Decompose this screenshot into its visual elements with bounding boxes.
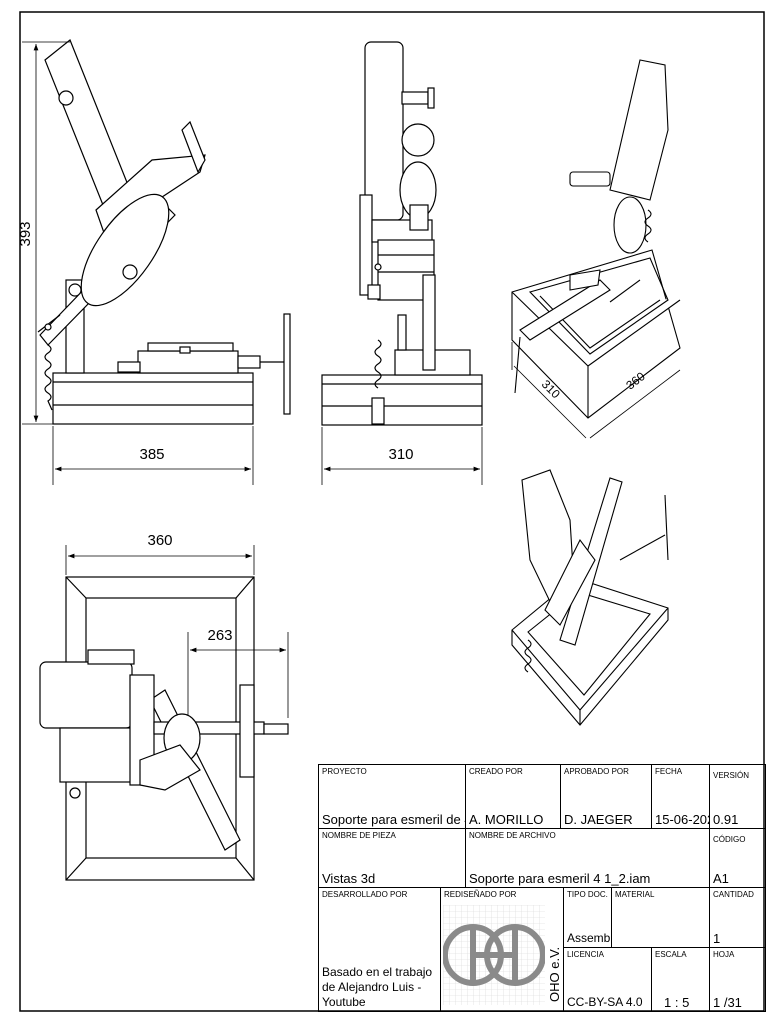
hoja-cell: HOJA 1 /31	[710, 948, 766, 1012]
front-dims	[321, 427, 483, 485]
codigo-value: A1	[713, 871, 729, 886]
side-dims	[22, 41, 254, 485]
fecha-value: 15-06-2022	[655, 812, 709, 827]
proyecto-label: PROYECTO	[322, 767, 367, 776]
licencia-cell: LICENCIA CC-BY-SA 4.0	[564, 948, 652, 1012]
archivo-label: NOMBRE DE ARCHIVO	[469, 831, 556, 840]
material-label: MATERIAL	[615, 890, 655, 899]
aprobado-label: APROBADO POR	[564, 767, 629, 776]
escala-cell: ESCALA 1 : 5	[652, 948, 710, 1012]
licencia-label: LICENCIA	[567, 950, 604, 959]
licencia-value: CC-BY-SA 4.0	[567, 995, 643, 1009]
creado-value: A. MORILLO	[469, 812, 544, 827]
cantidad-value: 1	[713, 931, 721, 946]
pieza-cell: NOMBRE DE PIEZA Vistas 3d	[319, 829, 466, 888]
oho-logo	[443, 905, 545, 1005]
aprobado-value: D. JAEGER	[564, 812, 633, 827]
dim-side-height: 393	[17, 221, 34, 246]
dim-top-offset: 263	[207, 627, 232, 644]
tipo-label: TIPO DOC.	[567, 890, 608, 899]
material-cell: MATERIAL	[612, 888, 710, 948]
redisenado-cell: REDISEÑADO POR	[441, 888, 564, 1012]
tipo-cell: TIPO DOC. Assembly	[564, 888, 612, 948]
desarrollado-label: DESARROLLADO POR	[322, 890, 408, 899]
escala-label: ESCALA	[655, 950, 687, 959]
side-view	[37, 39, 291, 425]
codigo-cell: CÓDIGO A1	[710, 829, 766, 888]
dim-side-length: 385	[139, 446, 164, 463]
dim-front-width: 310	[388, 446, 413, 463]
dim-top-width: 360	[147, 532, 172, 549]
archivo-value: Soporte para esmeril 4 1_2.iam	[469, 871, 651, 886]
codigo-label: CÓDIGO	[713, 835, 746, 844]
desarrollado-cell: DESARROLLADO POR Basado en el trabajo de…	[319, 888, 441, 1012]
iso1-dims	[511, 342, 681, 439]
aprobado-cell: APROBADO POR D. JAEGER	[561, 765, 652, 829]
proyecto-cell: PROYECTO Soporte para esmeril de 4 1/2	[319, 765, 466, 829]
cantidad-cell: CANTIDAD 1	[710, 888, 766, 948]
version-cell: VERSIÓN 0.91	[710, 765, 766, 829]
front-view	[321, 41, 483, 426]
org-text-wrap: OHO e.V.	[545, 910, 563, 1010]
desarrollado-value: Basado en el trabajo de Alejandro Luis -…	[322, 965, 433, 1009]
pieza-label: NOMBRE DE PIEZA	[322, 831, 396, 840]
redisenado-label: REDISEÑADO POR	[444, 890, 517, 899]
fecha-label: FECHA	[655, 767, 683, 776]
fecha-cell: FECHA 15-06-2022	[652, 765, 710, 829]
proyecto-value: Soporte para esmeril de 4 1/2	[322, 812, 465, 827]
tipo-value: Assembly	[567, 931, 611, 945]
top-dims	[65, 545, 289, 718]
creado-label: CREADO POR	[469, 767, 523, 776]
version-value: 0.91	[713, 812, 739, 827]
hoja-label: HOJA	[713, 950, 735, 959]
pieza-value: Vistas 3d	[322, 871, 376, 886]
iso-view-1	[511, 59, 681, 419]
archivo-cell: NOMBRE DE ARCHIVO Soporte para esmeril 4…	[466, 829, 710, 888]
hoja-value: 1 /31	[713, 995, 742, 1010]
cantidad-label: CANTIDAD	[713, 890, 754, 899]
version-label: VERSIÓN	[713, 771, 750, 780]
iso-view-2	[511, 469, 669, 726]
creado-cell: CREADO POR A. MORILLO	[466, 765, 561, 829]
org-text: OHO e.V.	[547, 946, 562, 1002]
escala-value: 1 : 5	[664, 995, 690, 1010]
title-block: PROYECTO Soporte para esmeril de 4 1/2 C…	[318, 764, 766, 1012]
top-view	[39, 576, 289, 881]
